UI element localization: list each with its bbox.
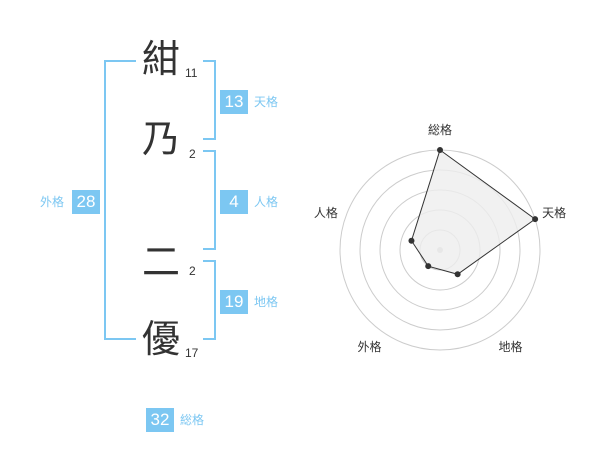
stroke-count-4: 17 [185, 346, 199, 360]
name-char-3: 二 [142, 240, 181, 284]
ten-kaku-bracket [203, 60, 216, 140]
jin-kaku-bracket [203, 150, 216, 250]
radar-value-area [410, 149, 536, 275]
chi-kaku-label: 地格 [254, 295, 279, 309]
radar-axis-label-3: 地格 [499, 339, 523, 354]
radar-point-5 [408, 237, 415, 244]
stroke-count-1: 11 [185, 66, 198, 80]
ten-kaku-label: 天格 [254, 95, 279, 109]
sou-kaku-label: 総格 [180, 413, 205, 427]
radar-axis-label-4: 外格 [357, 339, 381, 354]
ten-kaku-badge: 13 [220, 90, 248, 114]
stroke-count-3: 2 [189, 264, 196, 278]
name-char-1: 紺 [142, 37, 181, 81]
name-char-4: 優 [142, 317, 181, 361]
chi-kaku-bracket [203, 260, 216, 340]
radar-point-4 [425, 263, 432, 270]
radar-axis-label-2: 天格 [542, 205, 566, 220]
gai-kaku-badge: 28 [72, 190, 100, 214]
sou-kaku-badge: 32 [146, 408, 174, 432]
radar-axis-label-1: 総格 [428, 122, 452, 137]
gai-kaku-label: 外格 [40, 195, 65, 209]
gai-kaku-bracket [104, 60, 136, 340]
radar-axis-label-5: 人格 [314, 205, 338, 220]
radar-point-1 [437, 147, 443, 153]
radar-point-3 [454, 271, 461, 278]
chi-kaku-badge: 19 [220, 290, 248, 314]
stroke-count-2: 2 [189, 147, 196, 161]
name-char-2: 乃 [142, 117, 181, 161]
jin-kaku-label: 人格 [254, 195, 279, 209]
radar-point-2 [532, 216, 539, 223]
jin-kaku-badge: 4 [220, 190, 248, 214]
